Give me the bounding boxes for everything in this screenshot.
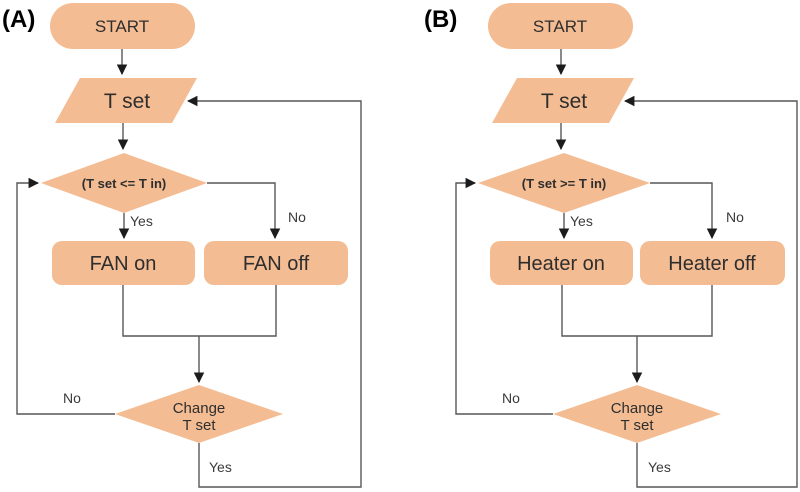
action-off-node <box>204 241 348 285</box>
loop-yes-label: Yes <box>648 459 671 475</box>
start-node-label: START <box>533 17 587 36</box>
loop-yes-connector <box>186 95 362 488</box>
action-off-node <box>640 241 785 285</box>
loop-condition-line2: T set <box>620 417 654 434</box>
arrow-condition-no <box>207 182 281 240</box>
loop-condition-node <box>115 385 283 443</box>
loop-yes-connector <box>623 95 798 488</box>
merge-connector <box>122 285 277 337</box>
action-on-node <box>52 241 195 285</box>
action-on-node <box>490 241 633 285</box>
loop-condition-line2: T set <box>182 417 216 434</box>
yes-branch-label: Yes <box>570 213 593 229</box>
action-off-label: Heater off <box>668 253 756 275</box>
panel-b: (B) START T set (T set >= T in) Yes No H… <box>424 3 798 488</box>
condition-node <box>41 153 207 213</box>
merge-connector <box>561 285 713 337</box>
panel-a-label: (A) <box>2 6 35 33</box>
input-node <box>55 78 197 123</box>
action-on-label: Heater on <box>517 253 605 275</box>
start-node-label: START <box>95 17 149 36</box>
loop-no-connector <box>455 177 553 415</box>
panel-a: (A) START T set (T set <= T in) Yes No F… <box>2 3 362 488</box>
condition-node-label: (T set >= T in) <box>522 176 607 191</box>
yes-branch-label: Yes <box>130 213 153 229</box>
loop-condition-line1: Change <box>611 400 664 417</box>
action-off-label: FAN off <box>243 253 310 275</box>
loop-no-label: No <box>63 390 81 406</box>
input-node-label: T set <box>104 90 150 113</box>
loop-condition-node <box>553 385 721 443</box>
loop-no-connector <box>16 177 115 415</box>
start-node <box>488 3 633 49</box>
no-branch-label: No <box>288 209 306 225</box>
loop-yes-label: Yes <box>209 459 232 475</box>
condition-node-label: (T set <= T in) <box>82 176 167 191</box>
start-node <box>50 3 195 49</box>
loop-condition-line1: Change <box>173 400 226 417</box>
condition-node <box>478 153 650 213</box>
loop-no-label: No <box>502 390 520 406</box>
input-node-label: T set <box>541 90 587 113</box>
no-branch-label: No <box>726 209 744 225</box>
arrow-condition-no <box>650 182 718 240</box>
action-on-label: FAN on <box>90 253 157 275</box>
panel-b-label: (B) <box>424 6 457 33</box>
input-node <box>492 78 634 123</box>
